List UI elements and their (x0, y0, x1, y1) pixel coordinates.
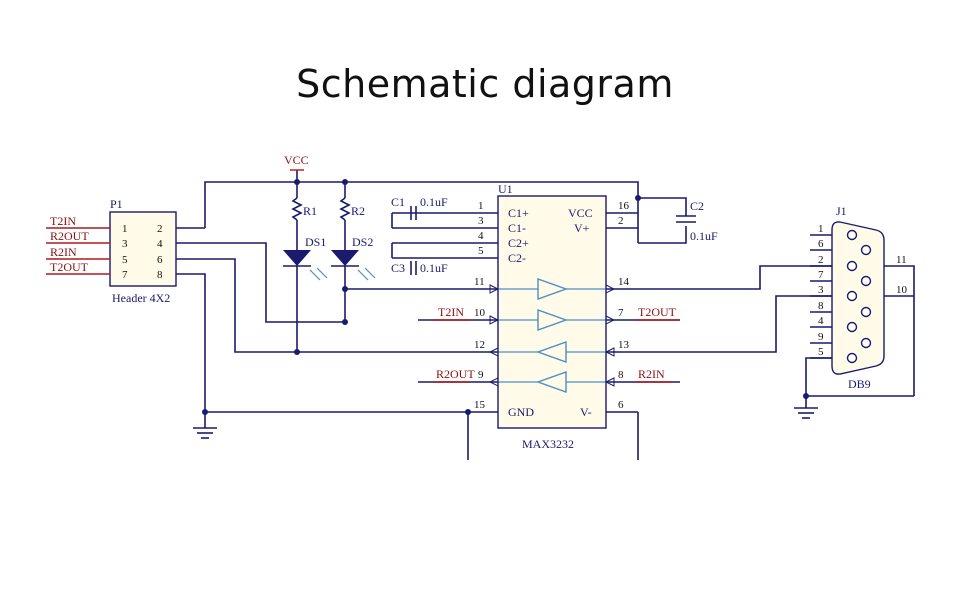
db9-pin: 5 (818, 346, 824, 358)
vcc-label: VCC (284, 153, 309, 167)
ground-symbol-right (794, 407, 818, 419)
db9-shell-pin: 11 (896, 254, 907, 266)
net-label: T2IN (50, 214, 76, 228)
net-label: T2OUT (50, 260, 89, 274)
ic-pin-name: V- (580, 405, 592, 419)
db9-pin: 9 (818, 331, 824, 343)
page-title: Schematic diagram (296, 62, 674, 106)
capacitor-c1: C1 0.1uF (391, 195, 448, 220)
db9-shell-pin: 10 (896, 284, 908, 296)
junction-dots (202, 179, 809, 415)
ic-pin-name: C2- (508, 251, 526, 265)
header-pin: 1 (122, 223, 128, 235)
ic-pin-num: 8 (618, 369, 624, 381)
header-p1: P1 1 3 5 7 2 4 6 8 Header 4X2 T2IN R2OUT… (46, 197, 177, 305)
header-pin: 6 (157, 254, 163, 266)
header-pin: 4 (157, 238, 163, 250)
ic-u1: U1 MAX3232 1 3 4 5 C1+ C1- C2+ C2- 16 2 … (434, 182, 680, 451)
header-pin: 2 (157, 223, 163, 235)
db9-pin: 7 (818, 269, 824, 281)
resistor-r2: R2 (339, 197, 365, 221)
ic-pin-num: 4 (478, 230, 484, 242)
ic-pin-num: 15 (474, 399, 486, 411)
header-pin: 8 (157, 269, 163, 281)
cap-ref: C3 (391, 261, 405, 275)
ic-pin-num: 5 (478, 245, 484, 257)
led-ds2: DS2 (331, 235, 376, 281)
led-ds1: DS1 (283, 235, 328, 281)
ic-pin-num: 12 (474, 339, 485, 351)
db9-pin: 2 (818, 254, 824, 266)
db9-pin: 3 (818, 284, 824, 296)
ic-pin-num: 1 (478, 200, 484, 212)
db9-pin: 8 (818, 300, 824, 312)
header-pin: 3 (122, 238, 128, 250)
ground-symbol-left (193, 427, 217, 439)
cap-value: 0.1uF (420, 261, 448, 275)
resistor-r1: R1 (291, 197, 317, 221)
db9-connector: J1 1 6 2 7 3 8 4 9 5 11 10 DB9 (818, 204, 908, 391)
header-pin: 7 (122, 269, 128, 281)
ic-pin-name: GND (508, 405, 534, 419)
ic-pin-num: 3 (478, 215, 484, 227)
header-name: Header 4X2 (112, 291, 170, 305)
net-label: T2IN (438, 305, 464, 319)
ic-pin-name: V+ (574, 221, 590, 235)
db9-pin: 1 (818, 223, 824, 235)
header-pin: 5 (122, 254, 128, 266)
cap-ref: C2 (690, 199, 704, 213)
ic-pin-num: 2 (618, 215, 624, 227)
ic-pin-num: 11 (474, 276, 485, 288)
net-label: R2OUT (50, 229, 89, 243)
net-label: R2IN (50, 245, 77, 259)
ic-pin-name: C1+ (508, 206, 529, 220)
ic-pin-name: VCC (568, 206, 593, 220)
db9-name: DB9 (848, 377, 871, 391)
db9-pin: 4 (818, 315, 824, 327)
resistor-label: R1 (303, 204, 317, 218)
led-label: DS2 (352, 235, 373, 249)
ic-part: MAX3232 (522, 437, 574, 451)
led-label: DS1 (305, 235, 326, 249)
ic-pin-name: C2+ (508, 236, 529, 250)
ic-pin-num: 6 (618, 399, 624, 411)
db9-body (831, 221, 885, 375)
cap-value: 0.1uF (420, 195, 448, 209)
header-ref: P1 (110, 197, 123, 211)
net-label: R2IN (638, 367, 665, 381)
capacitor-c2: C2 0.1uF (676, 199, 718, 243)
ic-pin-num: 9 (478, 369, 484, 381)
cap-ref: C1 (391, 195, 405, 209)
header-body (109, 211, 177, 287)
vcc-symbol: VCC (284, 153, 309, 171)
cap-value: 0.1uF (690, 229, 718, 243)
net-label: R2OUT (436, 367, 475, 381)
ic-pin-num: 14 (618, 276, 630, 288)
net-label: T2OUT (638, 305, 677, 319)
resistor-label: R2 (351, 204, 365, 218)
ic-pin-name: C1- (508, 221, 526, 235)
ic-body (497, 195, 607, 429)
ic-ref: U1 (498, 182, 513, 196)
ic-pin-num: 10 (474, 307, 486, 319)
ic-pin-num: 7 (618, 307, 624, 319)
db9-ref: J1 (836, 204, 847, 218)
ic-pin-num: 16 (618, 200, 630, 212)
capacitor-c3: C3 0.1uF (391, 261, 448, 275)
ic-pin-num: 13 (618, 339, 630, 351)
db9-pin: 6 (818, 238, 824, 250)
